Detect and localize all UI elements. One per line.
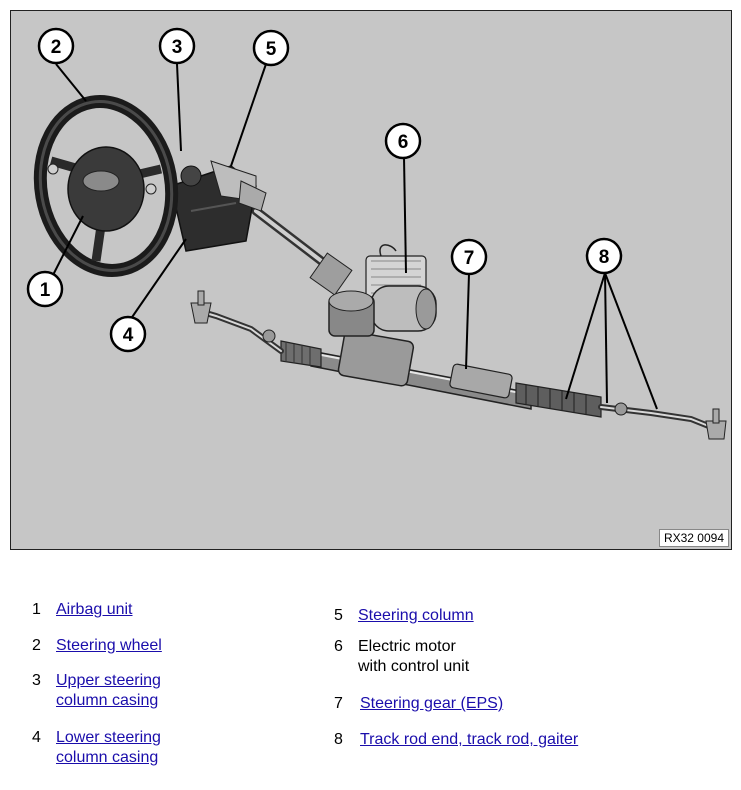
callout-3: 3 bbox=[158, 27, 196, 65]
steering-system-drawing: 1 2 3 4 5 6 7 8 bbox=[26, 27, 727, 440]
callout-1: 1 bbox=[26, 270, 64, 308]
legend-link-lower-casing-line1[interactable]: Lower steering bbox=[56, 729, 161, 746]
callout-7: 7 bbox=[450, 238, 488, 276]
svg-text:1: 1 bbox=[40, 280, 51, 301]
leader-lines bbox=[50, 63, 658, 410]
legend-number: 6 bbox=[334, 638, 343, 655]
legend-number: 3 bbox=[32, 672, 41, 689]
figure-code-label: RX32 0094 bbox=[658, 529, 729, 547]
svg-text:3: 3 bbox=[172, 37, 183, 58]
legend-number: 4 bbox=[32, 729, 41, 746]
legend-link-steering-wheel[interactable]: Steering wheel bbox=[56, 637, 162, 654]
legend-link-airbag-unit[interactable]: Airbag unit bbox=[56, 601, 133, 618]
svg-text:6: 6 bbox=[398, 132, 409, 153]
legend-number: 1 bbox=[32, 601, 41, 618]
legend-link-steering-column[interactable]: Steering column bbox=[358, 607, 474, 624]
column-casing bbox=[170, 160, 267, 252]
legend-number: 8 bbox=[334, 731, 343, 748]
legend-text-electric-motor-line2: with control unit bbox=[358, 658, 470, 675]
legend-link-track-rod[interactable]: Track rod end, track rod, gaiter bbox=[360, 731, 579, 748]
svg-text:4: 4 bbox=[123, 325, 134, 346]
callout-5: 5 bbox=[252, 29, 290, 67]
svg-text:8: 8 bbox=[599, 247, 610, 268]
svg-text:7: 7 bbox=[464, 248, 475, 269]
legend-link-steering-gear[interactable]: Steering gear (EPS) bbox=[360, 695, 504, 712]
legend-number: 2 bbox=[32, 637, 41, 654]
steering-gear bbox=[310, 330, 532, 410]
right-track-rod bbox=[515, 382, 727, 440]
electric-motor bbox=[365, 244, 437, 332]
callout-6: 6 bbox=[384, 122, 422, 160]
svg-text:5: 5 bbox=[266, 39, 277, 60]
legend-text-electric-motor-line1: Electric motor bbox=[358, 638, 456, 655]
legend-link-lower-casing-line2[interactable]: column casing bbox=[56, 749, 159, 766]
svg-text:2: 2 bbox=[51, 37, 62, 58]
legend-link-upper-casing-line1[interactable]: Upper steering bbox=[56, 672, 161, 689]
callout-2: 2 bbox=[37, 27, 75, 65]
left-track-rod bbox=[190, 290, 322, 368]
callout-8: 8 bbox=[585, 237, 623, 275]
steering-column-shaft bbox=[251, 206, 375, 337]
callout-4: 4 bbox=[109, 315, 147, 353]
legend-number: 7 bbox=[334, 695, 343, 712]
steering-system-illustration: 1 2 3 4 5 6 7 8 RX32 0094 bbox=[10, 10, 732, 550]
legend-link-upper-casing-line2[interactable]: column casing bbox=[56, 692, 159, 709]
legend-number: 5 bbox=[334, 607, 343, 624]
steering-wheel bbox=[33, 95, 179, 277]
